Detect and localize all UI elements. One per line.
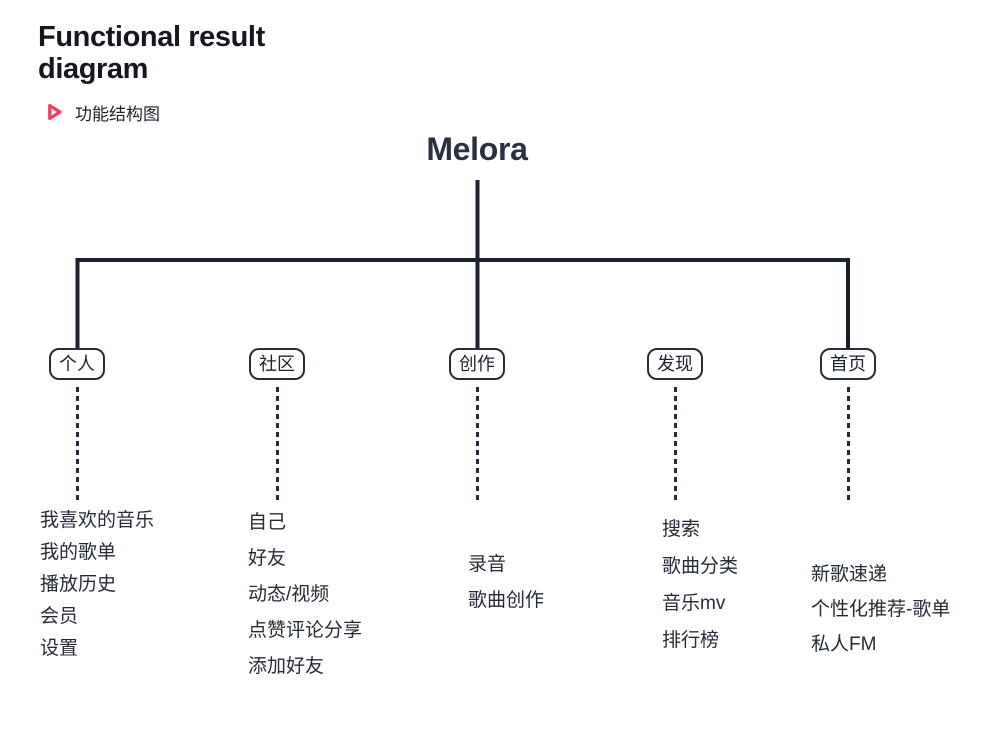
list-item: 好友: [248, 548, 287, 569]
list-item: 歌曲创作: [468, 590, 545, 611]
list-item: 搜索: [662, 519, 701, 540]
dotted-connector: [847, 387, 850, 504]
branch-node-home: 首页: [820, 348, 876, 380]
branch-list-discover: 搜索 歌曲分类 音乐mv 排行榜: [662, 519, 738, 652]
list-item: 动态/视频: [248, 584, 330, 605]
branch-list-community: 自己 好友 动态/视频 点赞评论分享 添加好友: [248, 512, 362, 678]
list-item: 点赞评论分享: [248, 620, 363, 641]
page-title: Functional result diagram: [38, 21, 265, 85]
list-item: 播放历史: [40, 574, 117, 595]
list-item: 会员: [40, 606, 79, 627]
list-item: 添加好友: [248, 656, 325, 677]
branch-node-community: 社区: [249, 348, 305, 380]
list-item: 我喜欢的音乐: [40, 510, 155, 531]
branch-node-personal: 个人: [49, 348, 105, 380]
branch-list-personal: 我喜欢的音乐 我的歌单 播放历史 会员 设置: [40, 510, 154, 660]
dotted-connector: [76, 387, 79, 504]
list-item: 个性化推荐-歌单: [811, 599, 951, 620]
subtitle-label: 功能结构图: [75, 104, 160, 124]
branch-list-home: 新歌速递 个性化推荐-歌单 私人FM: [811, 564, 950, 656]
dotted-connector: [276, 387, 279, 504]
list-item: 歌曲分类: [662, 556, 739, 577]
dotted-connector: [476, 387, 479, 504]
branch-list-creation: 录音 歌曲创作: [468, 554, 544, 612]
branch-node-discover: 发现: [647, 348, 703, 380]
list-item: 新歌速递: [811, 564, 888, 585]
subtitle-row: 功能结构图: [40, 99, 160, 125]
list-item: 音乐mv: [662, 593, 726, 614]
list-item: 自己: [248, 512, 287, 533]
root-node-title: Melora: [426, 131, 528, 167]
list-item: 排行榜: [662, 630, 720, 651]
list-item: 录音: [468, 554, 507, 575]
dotted-connector: [674, 387, 677, 504]
branch-node-creation: 创作: [449, 348, 505, 380]
play-icon: [40, 99, 66, 125]
list-item: 私人FM: [811, 634, 877, 655]
list-item: 我的歌单: [40, 542, 117, 563]
list-item: 设置: [40, 638, 79, 659]
